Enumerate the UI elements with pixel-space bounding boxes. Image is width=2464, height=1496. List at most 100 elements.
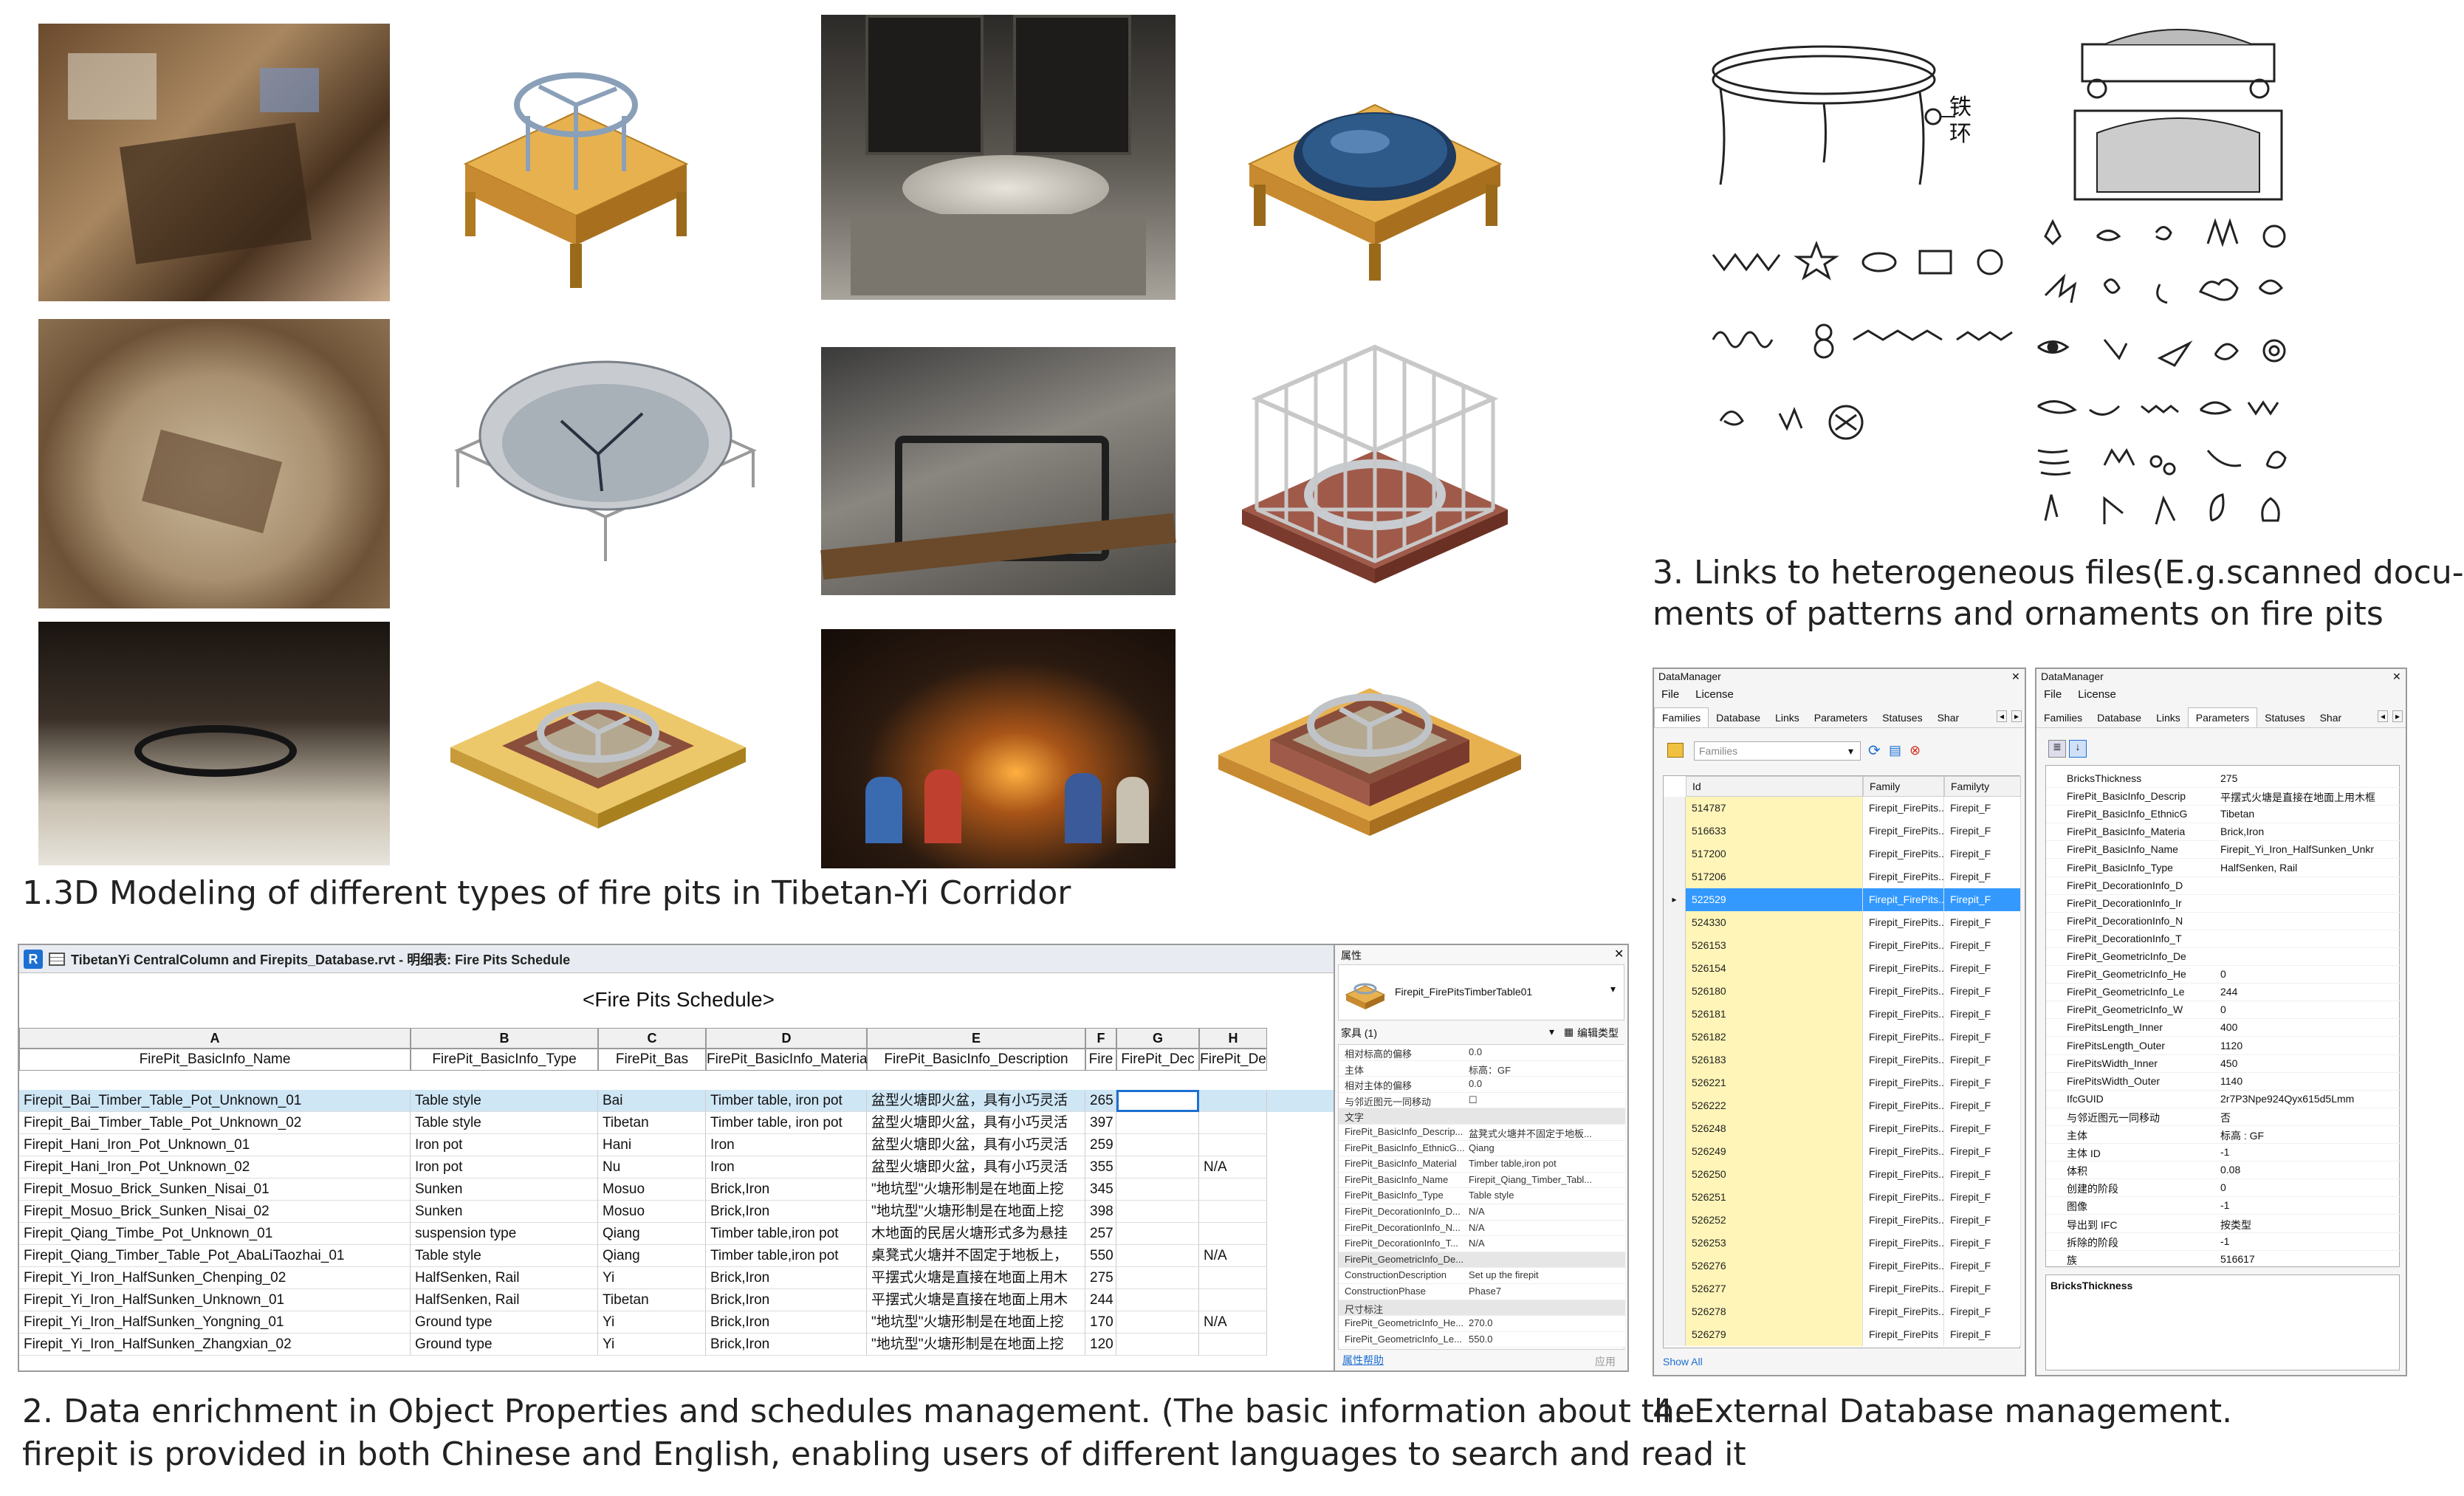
table-cell[interactable]: Tibetan bbox=[598, 1289, 706, 1311]
table-cell[interactable]: 398 bbox=[1085, 1201, 1116, 1223]
property-value[interactable]: 550.0 bbox=[1469, 1333, 1493, 1345]
property-value[interactable]: 0.0 bbox=[1469, 1078, 1483, 1090]
column-letter[interactable]: G bbox=[1116, 1028, 1199, 1049]
column-header[interactable]: FirePit_BasicInfo_Material bbox=[706, 1049, 871, 1071]
parameter-value[interactable]: Brick,Iron bbox=[2220, 826, 2265, 838]
table-cell[interactable]: Iron bbox=[706, 1156, 867, 1178]
dm1-cell[interactable]: Firepit_FirePits... bbox=[1863, 1003, 1947, 1026]
dm1-cell[interactable]: Firepit_F bbox=[1944, 1117, 2021, 1140]
table-cell[interactable]: 355 bbox=[1085, 1156, 1116, 1178]
property-value[interactable]: Timber table,iron pot bbox=[1469, 1158, 1557, 1170]
parameter-value[interactable]: -1 bbox=[2220, 1146, 2230, 1159]
table-cell[interactable]: Hani bbox=[598, 1134, 706, 1156]
row-selector-icon[interactable] bbox=[1664, 911, 1686, 934]
parameter-value[interactable]: 400 bbox=[2220, 1021, 2238, 1034]
table-cell[interactable]: Firepit_Yi_Iron_HalfSunken_Yongning_01 bbox=[19, 1311, 411, 1334]
dm1-cell[interactable]: Firepit_FirePits... bbox=[1863, 1186, 1947, 1209]
table-cell[interactable]: 木地面的民居火塘形式多为悬挂 bbox=[867, 1223, 1085, 1245]
table-cell[interactable] bbox=[1116, 1334, 1199, 1356]
parameter-row[interactable]: FirePit_DecorationInfo_D bbox=[2046, 877, 2400, 895]
parameter-row[interactable]: 主体标高 : GF bbox=[2046, 1126, 2400, 1144]
row-selector-icon[interactable] bbox=[1664, 1071, 1686, 1094]
row-selector-icon[interactable] bbox=[1664, 934, 1686, 957]
dm1-header-2[interactable]: Familyty bbox=[1944, 776, 2021, 797]
table-cell[interactable]: 550 bbox=[1085, 1245, 1116, 1267]
table-cell[interactable]: Mosuo bbox=[598, 1201, 706, 1223]
dm1-cell[interactable]: 526181 bbox=[1686, 1003, 1863, 1026]
property-row[interactable]: FirePit_GeometricInfo_He...270.0 bbox=[1339, 1316, 1625, 1332]
table-cell[interactable] bbox=[1199, 1267, 1267, 1289]
table-cell[interactable] bbox=[1116, 1223, 1199, 1245]
parameter-value[interactable]: 0.08 bbox=[2220, 1164, 2241, 1176]
row-selector-icon[interactable] bbox=[1664, 1026, 1686, 1049]
dm1-cell[interactable]: Firepit_FirePits... bbox=[1863, 1026, 1947, 1049]
dm1-cell[interactable]: Firepit_FirePits... bbox=[1863, 1140, 1947, 1163]
tab-scroll-left-icon[interactable]: ◂ bbox=[2377, 710, 2388, 722]
dm1-cell[interactable]: 517206 bbox=[1686, 865, 1863, 888]
parameter-value[interactable]: 2r7P3Npe924Qyx615d5Lmm bbox=[2220, 1092, 2355, 1105]
table-cell[interactable]: Yi bbox=[598, 1311, 706, 1334]
table-cell[interactable]: 平摆式火塘是直接在地面上用木 bbox=[867, 1289, 1085, 1311]
parameter-value[interactable]: 1140 bbox=[2220, 1074, 2243, 1087]
dm1-cell[interactable]: Firepit_FirePits... bbox=[1863, 1277, 1947, 1300]
table-cell[interactable] bbox=[1116, 1289, 1199, 1311]
dm1-cell[interactable]: Firepit_FirePits bbox=[1863, 1323, 1944, 1346]
table-cell[interactable] bbox=[1199, 1090, 1267, 1112]
dm1-cell[interactable]: 526253 bbox=[1686, 1232, 1863, 1255]
parameter-value[interactable]: 450 bbox=[2220, 1057, 2238, 1069]
table-cell[interactable] bbox=[1199, 1223, 1267, 1245]
table-cell[interactable]: "地坑型"火塘形制是在地面上挖 bbox=[867, 1201, 1085, 1223]
table-cell[interactable]: Bai bbox=[598, 1090, 706, 1112]
property-row[interactable]: 主体标高：GF bbox=[1339, 1060, 1625, 1077]
parameter-value[interactable]: 0 bbox=[2220, 1003, 2226, 1016]
properties-help-link[interactable]: 属性帮助 bbox=[1342, 1354, 1384, 1366]
parameter-row[interactable]: 图像-1 bbox=[2046, 1197, 2400, 1215]
tab-database[interactable]: Database bbox=[1716, 712, 1761, 724]
table-cell[interactable] bbox=[1116, 1178, 1199, 1201]
tab-links[interactable]: Links bbox=[2156, 712, 2180, 724]
table-cell[interactable]: Qiang bbox=[598, 1223, 706, 1245]
property-value[interactable]: Table style bbox=[1469, 1190, 1514, 1201]
table-cell[interactable] bbox=[1116, 1311, 1199, 1334]
tab-scroll-left-icon[interactable]: ◂ bbox=[1996, 710, 2007, 722]
table-cell[interactable]: Iron bbox=[706, 1134, 867, 1156]
table-cell[interactable] bbox=[1199, 1201, 1267, 1223]
dm1-cell[interactable]: Firepit_F bbox=[1944, 1186, 2021, 1209]
tab-families[interactable]: Families bbox=[1654, 707, 1709, 727]
tab-scroll-right-icon[interactable]: ▸ bbox=[2392, 710, 2403, 722]
table-cell[interactable] bbox=[1116, 1112, 1199, 1134]
column-header[interactable]: FirePit_BasicInfo_Description bbox=[867, 1049, 1085, 1071]
table-cell[interactable]: Brick,Iron bbox=[706, 1267, 867, 1289]
parameter-value[interactable]: -1 bbox=[2220, 1199, 2230, 1212]
dm1-cell[interactable]: 526182 bbox=[1686, 1026, 1863, 1049]
row-selector-icon[interactable] bbox=[1664, 820, 1686, 843]
dm1-cell[interactable]: 526250 bbox=[1686, 1163, 1863, 1186]
parameter-value[interactable]: -1 bbox=[2220, 1235, 2230, 1247]
property-row[interactable]: FirePit_DecorationInfo_T...N/A bbox=[1339, 1236, 1625, 1252]
table-cell[interactable]: 244 bbox=[1085, 1289, 1116, 1311]
tab-parameters[interactable]: Parameters bbox=[2187, 707, 2258, 727]
table-cell[interactable]: Nu bbox=[598, 1156, 706, 1178]
table-cell[interactable]: Yi bbox=[598, 1334, 706, 1356]
table-cell[interactable]: 盆型火塘即火盆，具有小巧灵活 bbox=[867, 1156, 1085, 1178]
